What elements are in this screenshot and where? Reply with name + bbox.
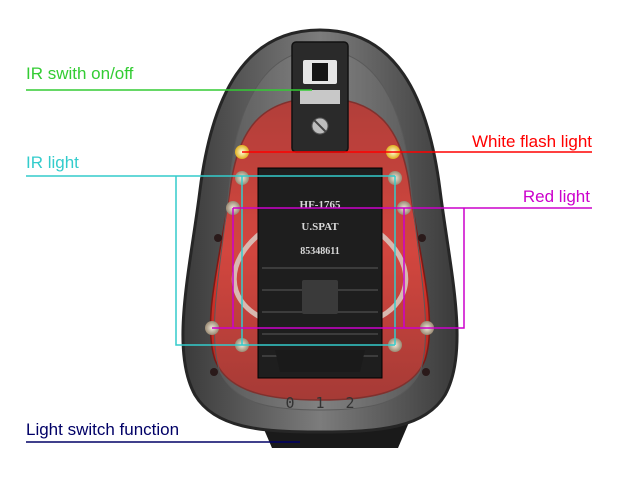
red-light-leaders	[212, 207, 592, 329]
contact-right	[376, 230, 409, 321]
mount-holes	[210, 234, 430, 376]
chip-brand-text: U.SPAT	[301, 221, 339, 233]
chip-pad	[302, 280, 338, 314]
red-light-label: Red light	[522, 187, 590, 206]
dial-position-0: 0	[285, 394, 294, 412]
dial-position-1: 1	[315, 394, 324, 412]
light-switch-label: Light switch function	[26, 420, 180, 439]
dial-position-2: 2	[345, 394, 354, 412]
chip-model-text: HF-1765	[300, 199, 341, 211]
contact-left	[231, 230, 264, 321]
dial-positions: 0 1 2	[285, 394, 354, 412]
lower-strip	[275, 350, 365, 372]
ir-switch-ridge	[300, 90, 340, 104]
chip-serial-text: 85348611	[300, 246, 339, 257]
ir-switch-knob	[312, 63, 328, 81]
chip	[257, 167, 383, 379]
ir-light-label: IR light	[26, 153, 79, 172]
ir-light-leaders	[26, 175, 396, 346]
ir-switch-label: IR swith on/off	[26, 64, 134, 83]
white-flash-label: White flash light	[472, 132, 592, 151]
screw-slot	[313, 119, 327, 133]
